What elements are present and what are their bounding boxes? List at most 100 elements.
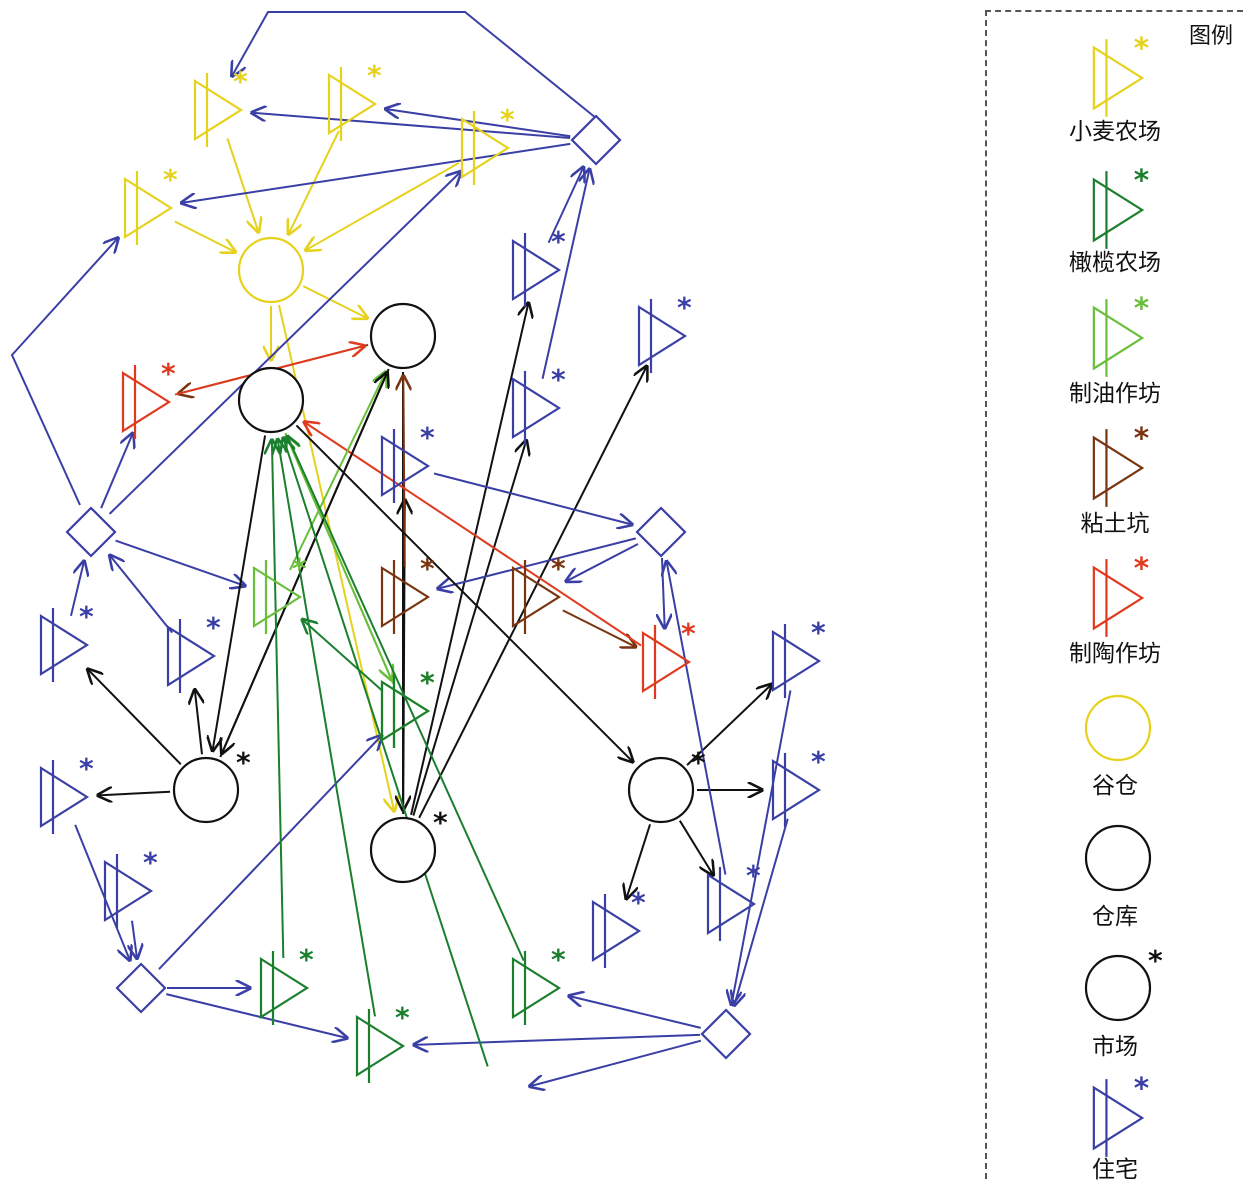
- node-olive-ol2: *: [355, 1001, 410, 1083]
- legend-label-granary: 谷仓: [1092, 773, 1138, 799]
- svg-text:*: *: [143, 846, 158, 879]
- svg-text:*: *: [681, 617, 696, 650]
- edge-h12-to-d3: [667, 561, 727, 875]
- legend-symbol-oil: *: [1092, 291, 1149, 377]
- edge-d4-to-ol2: [166, 993, 347, 1038]
- node-market-m2: *: [172, 746, 251, 824]
- svg-text:*: *: [233, 65, 248, 98]
- edge-d3-to-clay1: [438, 537, 637, 588]
- edge-d5-to-ol5: [530, 1039, 702, 1087]
- edge-h4-to-d3: [433, 472, 632, 524]
- edge-m3-to-h12: [678, 820, 713, 875]
- svg-text:*: *: [551, 552, 566, 585]
- legend-panel: 图例: [985, 10, 1243, 1179]
- svg-text:*: *: [395, 1001, 410, 1034]
- node-house-h6: *: [166, 611, 221, 693]
- legend-title: 图例: [1188, 24, 1233, 49]
- edge-d2-to-pot1: [100, 433, 133, 509]
- edge-w1-to-granary: [174, 220, 235, 252]
- svg-text:*: *: [79, 752, 94, 785]
- edge-junction-to-wheat-farm: [232, 11, 597, 119]
- edge-oil2-to-wh2: [287, 437, 395, 684]
- node-junction-d2: [65, 506, 117, 558]
- edge-junction-to-wheat-farm: [10, 238, 118, 506]
- svg-text:*: *: [1134, 551, 1149, 585]
- legend-symbol-house: *: [1092, 1071, 1149, 1157]
- svg-text:*: *: [1134, 291, 1149, 325]
- svg-text:*: *: [811, 616, 826, 649]
- svg-text:*: *: [1148, 944, 1163, 977]
- node-house-h5: *: [39, 600, 94, 682]
- edge-m1-to-h3: [412, 441, 526, 816]
- edge-m2-to-h5: [88, 669, 182, 765]
- legend-symbol-market: *: [1084, 944, 1163, 1022]
- edge-ol4-to-oil1: [302, 620, 384, 692]
- legend-label-warehouse: 仓库: [1092, 904, 1138, 930]
- node-house-h4: *: [380, 421, 435, 503]
- svg-text:*: *: [206, 611, 221, 644]
- nodes-layer: *****************************: [39, 59, 826, 1083]
- svg-text:*: *: [811, 745, 826, 778]
- legend-label-pottery: 制陶作坊: [1069, 641, 1161, 667]
- legend-symbol-wheat: *: [1092, 31, 1149, 117]
- edge-d5-to-ol2: [414, 1033, 701, 1045]
- edge-wh2-to-m2: [213, 435, 267, 751]
- legend-symbol-warehouse: [1084, 824, 1152, 892]
- node-house-h9: *: [771, 616, 826, 698]
- node-olive-ol3: *: [511, 943, 566, 1025]
- edge-clay2-to-pot2: [562, 609, 636, 646]
- svg-text:*: *: [420, 552, 435, 585]
- node-house-h7: *: [39, 752, 94, 834]
- edge-m2-to-wh1: [219, 373, 387, 758]
- node-house-h1: *: [511, 225, 566, 307]
- edge-m1-to-h2: [418, 366, 647, 819]
- node-market-m3: *: [627, 746, 706, 824]
- svg-text:*: *: [677, 291, 692, 324]
- svg-text:*: *: [631, 886, 646, 919]
- edge-d2-to-w4: [108, 172, 461, 515]
- node-wheat-w4: *: [460, 103, 515, 185]
- svg-text:*: *: [236, 746, 251, 779]
- svg-text:*: *: [551, 943, 566, 976]
- edge-h6-to-d2: [110, 555, 173, 634]
- legend-symbol-olive: *: [1092, 163, 1149, 249]
- node-olive-ol4: *: [380, 666, 435, 748]
- legend-symbols: * * * * * * *: [1084, 31, 1163, 1157]
- edge-oil1-to-wh1: [289, 372, 386, 571]
- svg-text:*: *: [1134, 163, 1149, 197]
- legend-label-clay: 粘土坑: [1080, 511, 1150, 537]
- legend-label-wheat: 小麦农场: [1069, 119, 1161, 145]
- edge-h7-to-d4: [74, 824, 130, 960]
- edge-d5-to-ol3: [569, 996, 701, 1029]
- node-house-h10: *: [771, 745, 826, 827]
- edge-pot2-to-wh2: [304, 422, 642, 647]
- svg-text:*: *: [551, 225, 566, 258]
- edge-ol3-to-wh2: [287, 436, 525, 962]
- svg-text:*: *: [420, 666, 435, 699]
- edge-m1-to-h1: [410, 303, 528, 816]
- node-house-h11: *: [591, 886, 646, 968]
- edge-m2-to-h7: [98, 792, 171, 796]
- node-house-h12: *: [706, 859, 761, 941]
- edge-w2-to-granary: [226, 138, 258, 232]
- legend-label-market: 市场: [1092, 1034, 1138, 1060]
- svg-text:*: *: [161, 357, 176, 390]
- node-wheat-w2: *: [193, 65, 248, 147]
- node-granary-granary: [237, 236, 305, 304]
- legend-symbol-pottery: *: [1092, 551, 1149, 637]
- edge-d1-to-w2: [252, 113, 571, 139]
- edge-m3-to-h9: [686, 684, 771, 766]
- svg-text:*: *: [420, 666, 435, 699]
- node-oil-oil1: *: [252, 552, 307, 634]
- edge-h1-to-d1: [547, 167, 584, 244]
- svg-text:*: *: [1134, 31, 1149, 65]
- svg-text:*: *: [500, 103, 515, 136]
- edge-ol1-to-wh2: [272, 440, 285, 959]
- node-wheat-w1: *: [123, 163, 178, 245]
- svg-text:*: *: [1134, 421, 1149, 455]
- edge-h10-to-d5: [734, 818, 789, 1005]
- edge-h8-to-d4: [132, 920, 137, 959]
- legend-label-olive: 橄榄农场: [1069, 250, 1161, 276]
- edge-h5-to-d2: [69, 561, 84, 617]
